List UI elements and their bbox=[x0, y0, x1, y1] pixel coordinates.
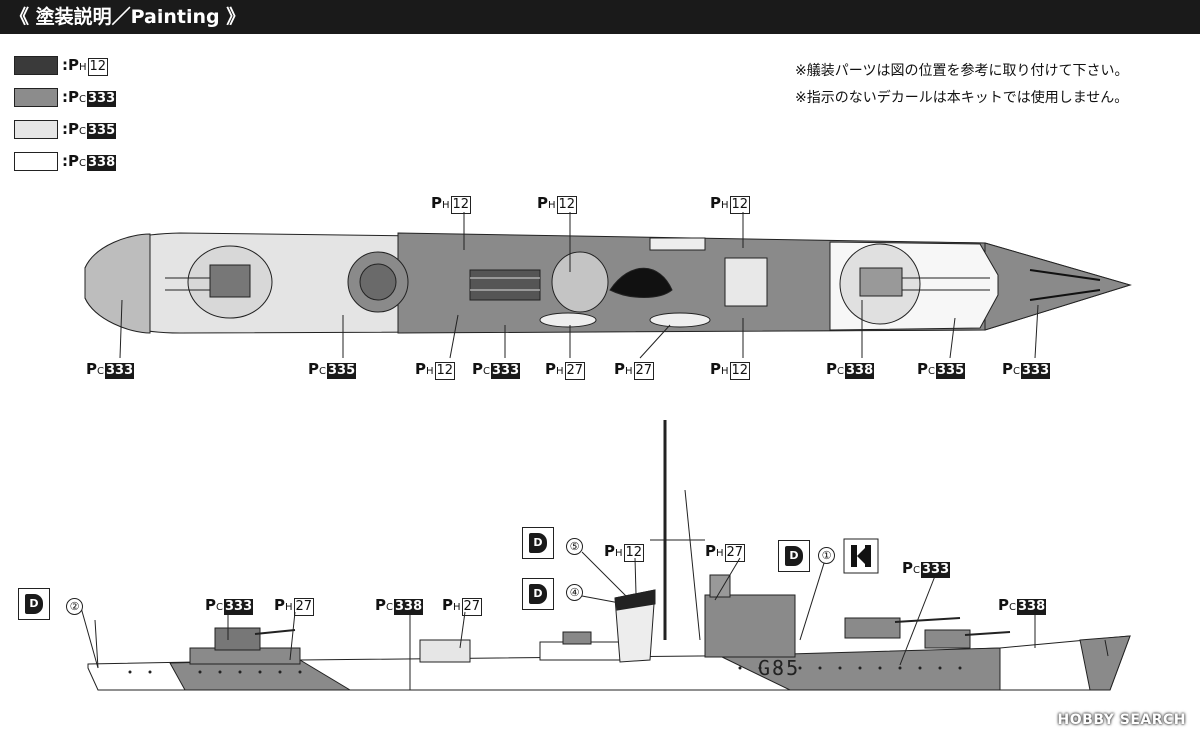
section-title: 《 塗装説明／Painting 》 bbox=[10, 6, 246, 28]
color-swatch bbox=[14, 56, 58, 75]
callout-marker: ④ bbox=[566, 584, 583, 601]
side-view bbox=[87, 420, 1131, 691]
color-swatch bbox=[14, 120, 58, 139]
callout-marker: ② bbox=[66, 598, 83, 615]
section-header: 《 塗装説明／Painting 》 bbox=[0, 0, 1200, 34]
callout-marker: ① bbox=[818, 547, 835, 564]
decal-d-icon: D bbox=[522, 578, 554, 610]
watermark: HOBBY SEARCH bbox=[1057, 712, 1186, 728]
top-view bbox=[84, 232, 1132, 334]
side-leaders bbox=[79, 551, 1036, 690]
color-swatch bbox=[14, 88, 58, 107]
decal-d-icon: D bbox=[522, 527, 554, 559]
assembly-notes: ※艤装パーツは図の位置を参考に取り付けて下さい。 ※指示のないデカールは本キット… bbox=[795, 58, 1128, 112]
hull-number: G85 bbox=[758, 656, 801, 680]
decal-d-icon: D bbox=[18, 588, 50, 620]
note-line: ※艤装パーツは図の位置を参考に取り付けて下さい。 bbox=[795, 63, 1129, 79]
top-leaders bbox=[119, 212, 1039, 359]
color-swatch bbox=[14, 152, 58, 171]
decal-h-icon bbox=[843, 538, 879, 574]
callout-marker: ⑤ bbox=[566, 538, 583, 555]
decal-d-icon: D bbox=[778, 540, 810, 572]
note-line: ※指示のないデカールは本キットでは使用しません。 bbox=[795, 90, 1129, 106]
